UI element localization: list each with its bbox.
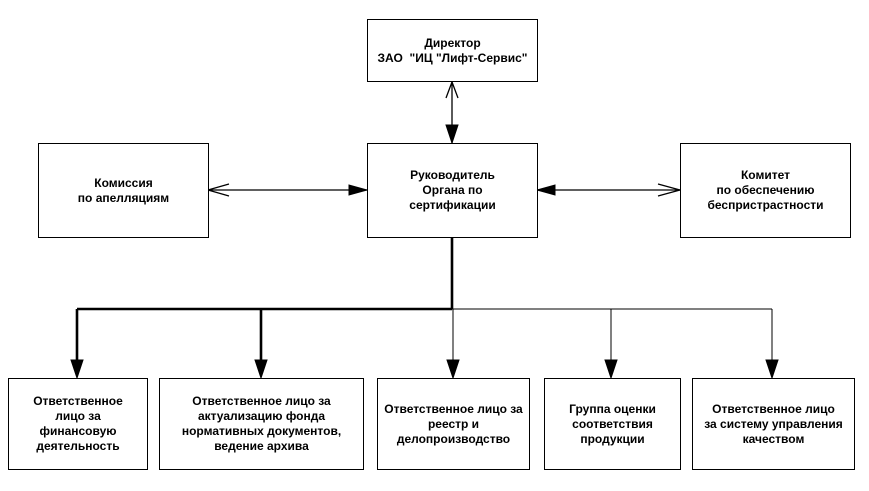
conformity-line-2: соответствия [572, 416, 653, 431]
arrowhead-financial [70, 359, 84, 380]
head-line-2: Органа по [422, 183, 483, 197]
financial-line-3: финансовую [39, 424, 117, 438]
financial-line-4: деятельность [36, 439, 120, 453]
registry-line-2: реестр и [427, 416, 480, 431]
arrowhead-quality [765, 359, 779, 380]
normative-line-1: Ответственное лицо за [192, 394, 331, 408]
normative-line-4: ведение архива [214, 439, 309, 453]
filled-arrowhead-left [535, 184, 556, 196]
arrowhead-conformity [604, 359, 618, 380]
financial-box: Ответственное лицо за финансовую деятель… [8, 378, 148, 470]
appeals-line-2: по апелляциям [77, 190, 170, 205]
registry-box: Ответственное лицо за реестр и делопроиз… [377, 378, 530, 470]
impartiality-box: Комитет по обеспечению беспристрастности [680, 143, 851, 238]
arrowhead-registry [446, 359, 460, 380]
head-box: Руководитель Органа по сертификации [367, 143, 538, 238]
arrowhead-normative [254, 359, 268, 380]
quality-line-2: за систему управления [704, 416, 843, 431]
impartiality-line-1: Комитет [740, 168, 790, 182]
impartiality-line-2: по обеспечению [716, 183, 815, 197]
filled-arrowhead-right [348, 184, 369, 196]
impartiality-line-3: беспристрастности [707, 198, 824, 212]
quality-line-3: качеством [742, 431, 805, 446]
director-box: Директор ЗАО "ИЦ "Лифт-Сервис" [367, 19, 538, 82]
appeals-box: Комиссия по апелляциям [38, 143, 209, 238]
appeals-line-1: Комиссия [94, 175, 153, 190]
financial-line-1: Ответственное [33, 394, 123, 408]
head-line-3: сертификации [409, 198, 496, 212]
financial-line-2: лицо за [55, 409, 101, 423]
normative-line-2: актуализацию фонда [197, 409, 326, 423]
director-line-1: Директор [424, 35, 481, 50]
open-arrowhead-up [445, 80, 459, 99]
conformity-box: Группа оценки соответствия продукции [544, 378, 681, 470]
conformity-line-1: Группа оценки [569, 401, 656, 416]
director-line-2: ЗАО "ИЦ "Лифт-Сервис" [377, 50, 528, 65]
quality-box: Ответственное лицо за систему управления… [692, 378, 855, 470]
filled-arrowhead-down [445, 124, 459, 145]
registry-line-1: Ответственное лицо за [384, 401, 523, 416]
normative-line-3: нормативных документов, [181, 424, 342, 438]
head-line-1: Руководитель [410, 168, 495, 182]
normative-box: Ответственное лицо за актуализацию фонда… [159, 378, 364, 470]
conformity-line-3: продукции [580, 431, 645, 446]
quality-line-1: Ответственное лицо [712, 401, 835, 416]
registry-line-3: делопроизводство [396, 431, 511, 446]
